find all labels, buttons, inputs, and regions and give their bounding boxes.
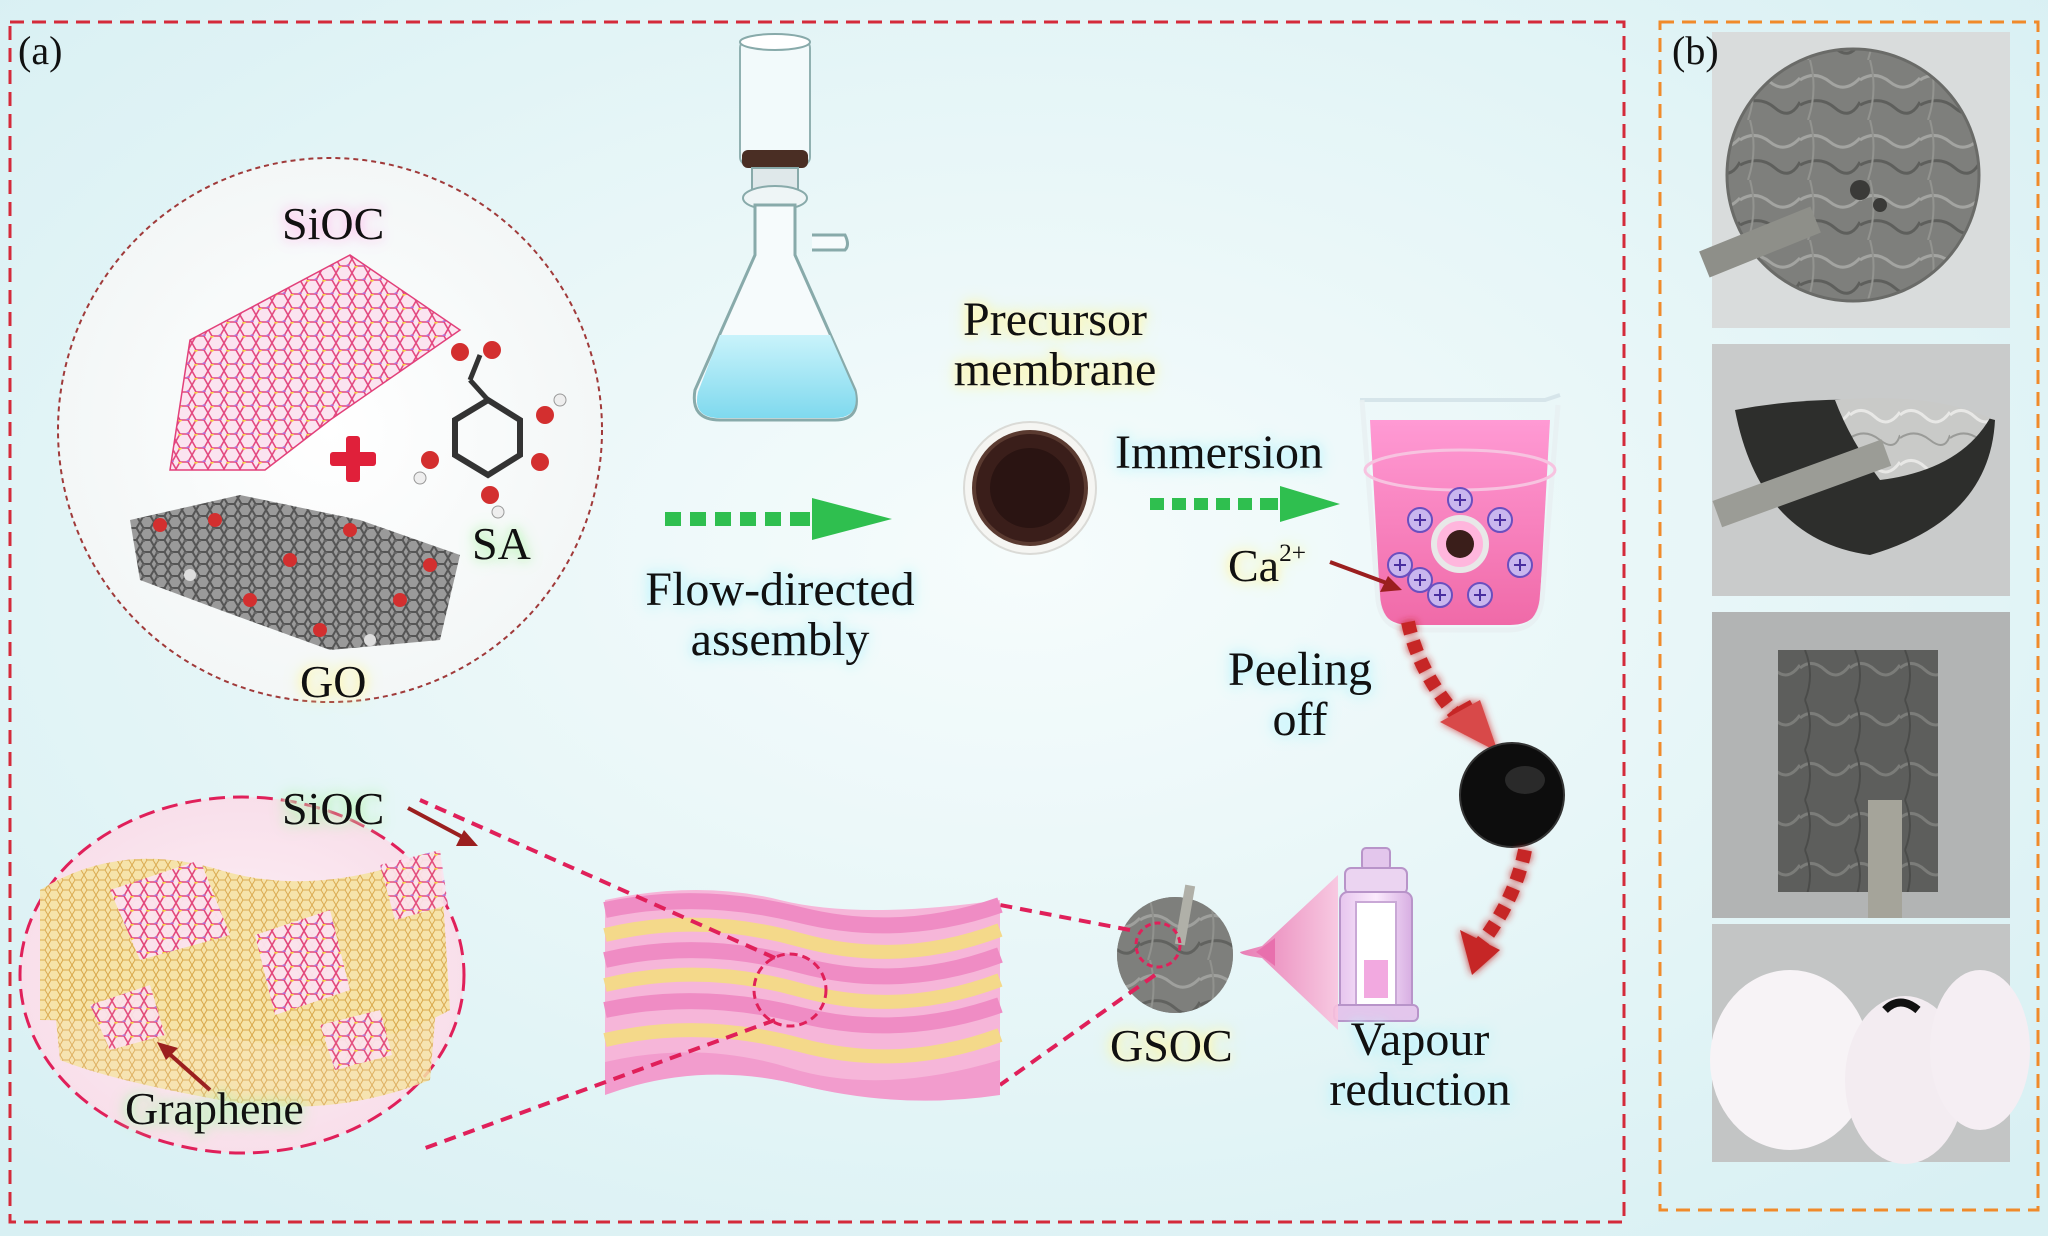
peeling-line2: off: [1272, 693, 1328, 747]
peeling-off-label: Peeling off: [1190, 643, 1410, 747]
sioc-flake: [255, 910, 350, 1015]
go-sheet: [130, 495, 460, 650]
round-membrane-photo: [1699, 32, 2010, 328]
panel-b-border: [1658, 20, 2040, 1212]
transfer-cone: [1240, 875, 1338, 1030]
ca-ion-label: Ca2+: [1228, 540, 1306, 591]
sioc-pointer-arrow-icon: [407, 806, 478, 846]
peeling-arrow-icon: [1401, 620, 1498, 752]
bent-film-photo: [1710, 924, 2030, 1164]
filter-membrane-disc: [742, 150, 808, 168]
flow-arrow-icon: [665, 498, 892, 540]
precursor-membrane-label: Precursor membrane: [905, 293, 1205, 397]
gsoc-disc: [1117, 884, 1233, 1013]
flow-directed-line1: Flow-directed: [645, 563, 915, 616]
graphene-pointer-arrow-icon: [157, 1042, 212, 1092]
zoom-graphene-label: Graphene: [125, 1083, 304, 1134]
filtration-flask: [692, 33, 858, 422]
gsoc-zoom-circle: [1134, 921, 1182, 969]
precursor-line2: membrane: [953, 343, 1157, 397]
flow-directed-line2: assembly: [690, 613, 870, 667]
vapour-vessel: [1333, 847, 1419, 1022]
immersion-label: Immersion: [1115, 426, 1323, 479]
sioc-sheet: [170, 255, 460, 470]
vapour-line1: Vapour: [1350, 1013, 1490, 1066]
peeled-film: [1459, 742, 1565, 848]
sioc-flake: [90, 985, 165, 1050]
precursor-line1: Precursor: [963, 293, 1147, 346]
ca-ion-charge: 2+: [1279, 539, 1307, 567]
ca-ion-base: Ca: [1228, 540, 1280, 592]
materials-circle: [57, 157, 603, 703]
stack-zoom-circle: [752, 952, 828, 1028]
ca-pointer-arrow-icon: [1329, 560, 1402, 592]
sioc-flake: [380, 850, 448, 920]
gsoc-zoom-lines: [998, 903, 1157, 1087]
panel-a-label: (a): [18, 28, 63, 73]
gsoc-label: GSOC: [1110, 1020, 1233, 1071]
peeled-membrane-photo: [1712, 344, 2010, 596]
sioc-flake: [110, 860, 230, 960]
flow-directed-label: Flow-directed assembly: [610, 563, 950, 667]
sa-label: SA: [472, 518, 531, 569]
vapour-line2: reduction: [1329, 1063, 1511, 1117]
immersion-arrow-icon: [1150, 486, 1340, 522]
zoom-sioc-label: SiOC: [282, 783, 385, 834]
panel-b-label: (b): [1672, 28, 1719, 73]
zoom-ellipse: [18, 795, 466, 1155]
reduction-arrow-icon: [1460, 848, 1532, 975]
precursor-membrane: [963, 421, 1097, 555]
sioc-label: SiOC: [282, 198, 385, 249]
plus-icon: [330, 436, 376, 482]
layered-stack: [603, 890, 1003, 1101]
go-oxygen-groups: [153, 513, 437, 646]
sioc-flake: [320, 1010, 392, 1070]
cone-arrow-icon: [1256, 938, 1275, 966]
rectangular-film-photo: [1712, 612, 2010, 918]
vapour-reduction-label: Vapour reduction: [1290, 1013, 1550, 1117]
peeling-line1: Peeling: [1228, 643, 1372, 696]
panel-a-border: [8, 20, 1626, 1224]
ca-beaker: [1359, 393, 1561, 633]
filtrate-liquid: [696, 335, 856, 418]
sa-molecule: [413, 341, 567, 519]
stack-zoom-lines: [419, 798, 776, 1152]
go-label: GO: [300, 656, 367, 707]
